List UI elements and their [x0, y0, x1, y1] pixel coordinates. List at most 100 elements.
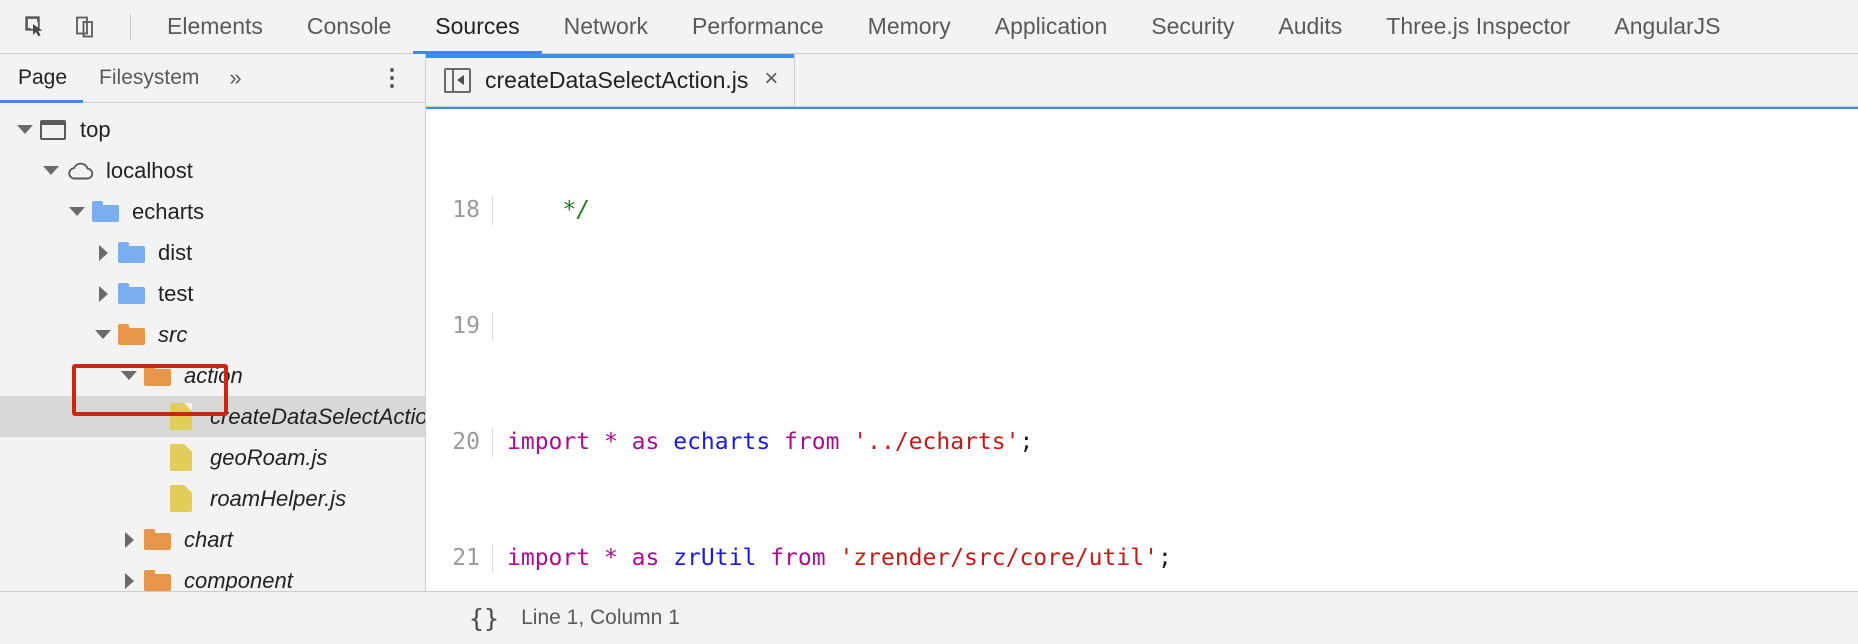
tab-network-label: Network	[563, 13, 648, 39]
navigator-tab-page[interactable]: Page	[0, 54, 84, 103]
show-navigator-icon[interactable]	[444, 67, 471, 93]
tree-row-createdataselectaction[interactable]: createDataSelectAction.js	[0, 396, 425, 437]
more-options-icon[interactable]	[381, 65, 403, 91]
chevron-right-icon[interactable]	[118, 531, 140, 548]
tab-console[interactable]: Console	[285, 0, 413, 53]
line-number-21[interactable]: 21	[452, 545, 480, 571]
device-toolbar-icon[interactable]	[68, 10, 104, 44]
folder-orange-icon	[144, 568, 174, 591]
tab-application[interactable]: Application	[973, 0, 1130, 53]
code-line-20-text: import * as echarts from '../echarts';	[493, 428, 1033, 457]
token: as	[631, 545, 660, 571]
editor-tab-createdataselectaction[interactable]: createDataSelectAction.js ×	[426, 54, 796, 106]
js-file-icon	[170, 403, 200, 430]
tab-elements[interactable]: Elements	[145, 0, 285, 53]
gutter-border	[492, 544, 493, 573]
token	[618, 429, 632, 455]
tree-row-roamhelper-label: roamHelper.js	[210, 485, 347, 511]
code-line-21: 21 import * as zrUtil from 'zrender/src/…	[426, 544, 1858, 573]
line-number-20[interactable]: 20	[452, 429, 480, 455]
tab-elements-label: Elements	[167, 13, 263, 39]
tab-memory[interactable]: Memory	[846, 0, 973, 53]
tab-audits-label: Audits	[1278, 13, 1343, 39]
code-line-19: 19	[426, 312, 1858, 341]
token	[839, 429, 853, 455]
tab-network[interactable]: Network	[542, 0, 670, 53]
navigator-tab-filesystem-label: Filesystem	[99, 66, 200, 89]
token: */	[507, 197, 591, 223]
token	[659, 545, 673, 571]
chevron-right-icon[interactable]	[92, 285, 114, 302]
tab-sources[interactable]: Sources	[413, 0, 543, 54]
chevron-down-icon[interactable]	[118, 371, 140, 380]
folder-orange-icon	[144, 527, 174, 553]
tree-row-test[interactable]: test	[0, 273, 425, 314]
file-tree: top localhost echarts	[0, 103, 425, 591]
tree-row-component-label: component	[184, 567, 293, 591]
editor-tab-filename: createDataSelectAction.js	[485, 66, 749, 93]
tree-row-roamhelper[interactable]: roamHelper.js	[0, 478, 425, 519]
tab-threejs-inspector-label: Three.js Inspector	[1386, 13, 1571, 39]
tree-row-src[interactable]: src	[0, 314, 425, 355]
chevron-right-icon[interactable]	[118, 572, 140, 589]
token	[826, 545, 840, 571]
editor-status-bar: {} Line 1, Column 1	[0, 591, 1858, 644]
tree-row-component[interactable]: component	[0, 560, 425, 591]
gutter-border	[492, 428, 493, 457]
chevron-down-icon[interactable]	[40, 166, 62, 175]
inspect-element-icon[interactable]	[18, 10, 54, 44]
token: echarts	[673, 429, 771, 455]
tab-angularjs[interactable]: AngularJS	[1592, 0, 1742, 53]
tab-security[interactable]: Security	[1129, 0, 1256, 53]
tree-row-action[interactable]: action	[0, 355, 425, 396]
token	[590, 429, 604, 455]
navigator-more-tabs-icon[interactable]: »	[229, 65, 241, 90]
navigator-tab-filesystem[interactable]: Filesystem	[83, 54, 215, 102]
tab-angularjs-label: AngularJS	[1614, 13, 1721, 39]
tree-row-top-label: top	[80, 116, 111, 142]
tree-row-echarts[interactable]: echarts	[0, 191, 425, 232]
gutter-border	[492, 196, 493, 225]
folder-orange-icon	[118, 322, 148, 348]
tree-row-georoam-label: geoRoam.js	[210, 444, 328, 470]
tree-row-localhost[interactable]: localhost	[0, 150, 425, 191]
chevron-right-icon[interactable]	[92, 244, 114, 261]
token: ;	[1019, 429, 1034, 455]
tab-memory-label: Memory	[867, 13, 951, 39]
line-number-18[interactable]: 18	[452, 197, 480, 223]
tab-performance[interactable]: Performance	[670, 0, 846, 53]
code-editor[interactable]: 18 */ 19 20 import * as echarts from '..…	[426, 107, 1858, 591]
tab-audits[interactable]: Audits	[1256, 0, 1364, 53]
folder-blue-icon	[92, 199, 122, 225]
tab-console-label: Console	[306, 13, 392, 39]
token: as	[631, 429, 660, 455]
tree-row-georoam[interactable]: geoRoam.js	[0, 437, 425, 478]
chevron-down-icon[interactable]	[66, 207, 88, 216]
panel-tab-list: Elements Console Sources Network Perform…	[145, 0, 1743, 54]
editor-pane: createDataSelectAction.js × 18 */ 19	[426, 54, 1858, 591]
code-line-18-text: */	[493, 196, 590, 225]
close-icon[interactable]: ×	[764, 64, 779, 92]
folder-blue-icon	[118, 281, 148, 307]
tree-row-localhost-label: localhost	[106, 157, 193, 183]
tree-row-top[interactable]: top	[0, 109, 425, 150]
tree-row-src-label: src	[158, 321, 188, 347]
code-line-18: 18 */	[426, 196, 1858, 225]
cursor-position-label: Line 1, Column 1	[521, 606, 680, 629]
token: '../echarts'	[853, 429, 1020, 455]
chevron-down-icon[interactable]	[92, 330, 114, 339]
line-number-19[interactable]: 19	[452, 313, 480, 339]
token: from	[784, 429, 840, 455]
tab-security-label: Security	[1151, 13, 1235, 39]
pretty-print-icon[interactable]: {}	[469, 603, 500, 633]
token	[590, 545, 604, 571]
chevron-down-icon[interactable]	[14, 125, 36, 134]
token	[756, 545, 770, 571]
token	[659, 429, 673, 455]
tab-threejs-inspector[interactable]: Three.js Inspector	[1364, 0, 1592, 53]
tree-row-chart[interactable]: chart	[0, 519, 425, 560]
tree-row-dist[interactable]: dist	[0, 232, 425, 273]
tree-row-chart-label: chart	[184, 526, 233, 552]
tree-row-action-label: action	[184, 362, 243, 388]
folder-blue-icon	[118, 240, 148, 266]
